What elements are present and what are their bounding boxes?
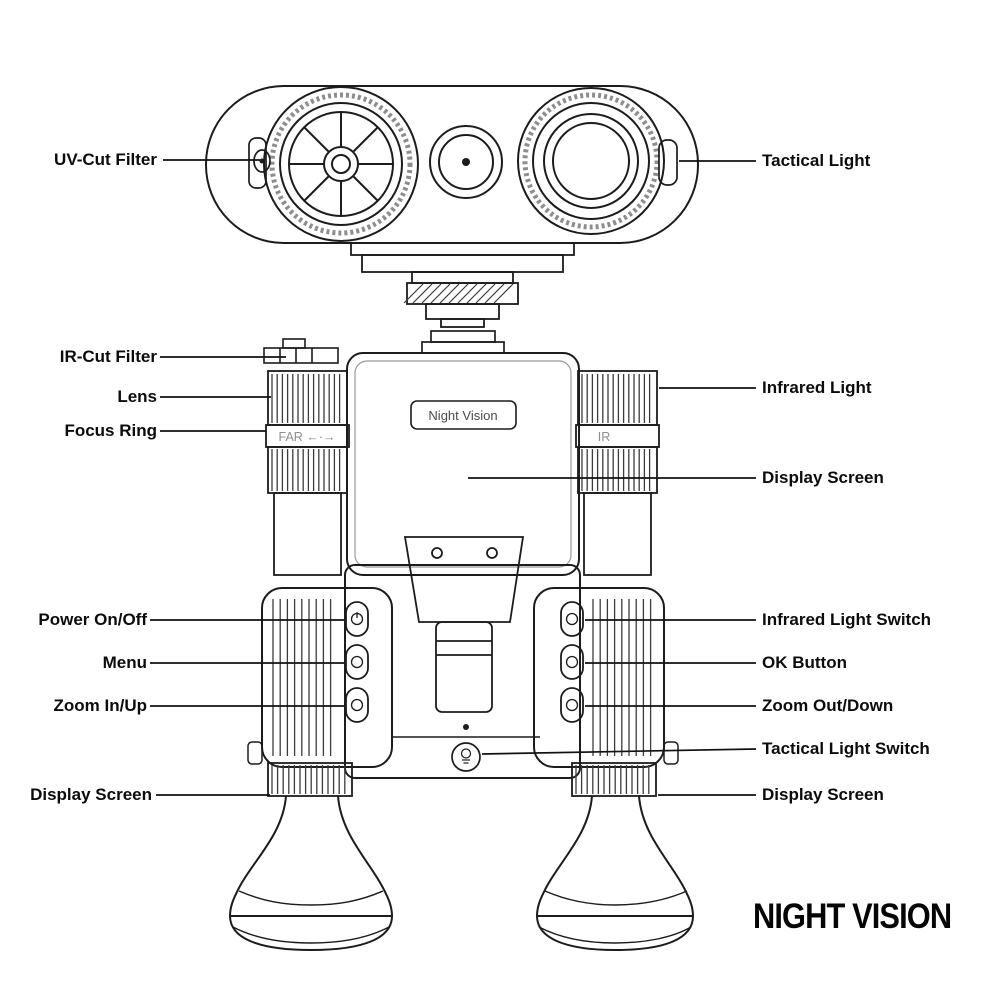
right-barrel-infrared (575, 370, 660, 576)
tactical-light-switch-button (451, 742, 481, 772)
power-button (345, 601, 369, 637)
leader-lines (150, 159, 757, 796)
right-eyepiece (535, 795, 695, 952)
lower-housing (344, 564, 581, 779)
label-tactical-light: Tactical Light (762, 151, 871, 170)
label-power-on-off: Power On/Off (38, 610, 147, 629)
right-strap-lug (663, 741, 679, 765)
left-eyepiece-ring (267, 762, 353, 797)
screen-badge (410, 400, 517, 430)
left-eyepiece (228, 795, 394, 952)
tactical-light-lens (429, 125, 503, 199)
label-infrared-light: Infrared Light (762, 378, 872, 397)
label-uv-cut-filter: UV-Cut Filter (54, 150, 157, 169)
left-strap-lug (247, 741, 263, 765)
infrared-light-switch-button (560, 601, 584, 637)
label-zoom-in-up: Zoom In/Up (53, 696, 147, 715)
device-top-view (205, 85, 699, 328)
focus-ring-far-text: FAR ←·→ (279, 430, 336, 444)
menu-button (345, 644, 369, 680)
label-display-screen-left: Display Screen (30, 785, 152, 804)
right-grip-pod (533, 587, 665, 768)
left-grip-pod (261, 587, 393, 768)
label-ok-button: OK Button (762, 653, 847, 672)
left-barrel (265, 370, 350, 576)
center-hinge-bracket (392, 536, 540, 738)
label-focus-ring: Focus Ring (64, 421, 157, 440)
tripod-mount (350, 242, 575, 328)
top-mount-stack (421, 330, 505, 354)
display-screen-housing (346, 352, 580, 576)
ir-cut-filter-lever (263, 338, 339, 364)
right-eyepiece-ring (571, 762, 657, 797)
uv-cut-filter-lens (263, 86, 419, 242)
zoom-out-button (560, 687, 584, 723)
label-tactical-light-switch: Tactical Light Switch (762, 739, 930, 758)
label-display-screen-right-top: Display Screen (762, 468, 884, 487)
right-objective-lens (517, 87, 665, 235)
brand-title: NIGHT VISION (753, 897, 952, 936)
label-lens: Lens (117, 387, 157, 406)
label-display-screen-right-bottom: Display Screen (762, 785, 884, 804)
device-screen-badge-text: Night Vision (428, 408, 497, 423)
label-ir-cut-filter: IR-Cut Filter (59, 347, 157, 366)
device-rear-view (228, 330, 695, 952)
zoom-in-button (345, 687, 369, 723)
label-menu: Menu (102, 653, 147, 672)
ir-band (575, 424, 660, 448)
label-infrared-light-switch: Infrared Light Switch (762, 610, 932, 629)
label-zoom-out-down: Zoom Out/Down (762, 696, 894, 715)
ir-band-text: IR (598, 430, 611, 444)
right-side-bracket (658, 139, 678, 186)
left-side-bracket (248, 137, 271, 189)
ok-button (560, 644, 584, 680)
